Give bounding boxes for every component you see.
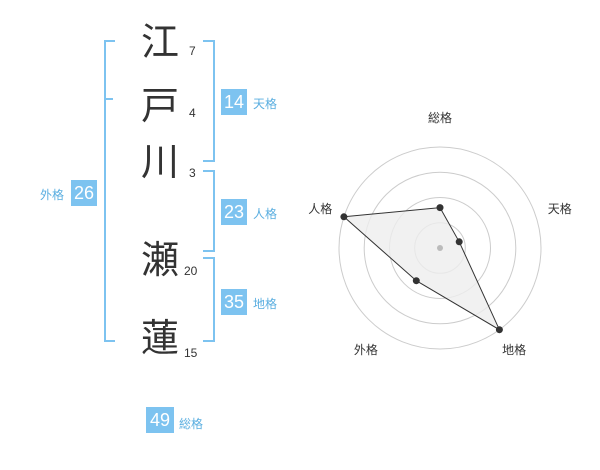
- gaikaku-value: 26: [71, 180, 97, 206]
- name-char-1: 江: [141, 20, 180, 64]
- radar-center-dot: [437, 245, 443, 251]
- name-char-2: 戸: [141, 84, 180, 128]
- gaikaku-bracket-tick: [104, 98, 113, 100]
- radar-point-1: [436, 204, 444, 212]
- radar-axis-label-1: 総格: [428, 110, 452, 125]
- radar-axis-label-2: 天格: [548, 201, 572, 216]
- chikaku-value: 35: [221, 289, 247, 315]
- soukaku-value: 49: [146, 407, 174, 433]
- tenkaku-label: 天格: [253, 97, 278, 111]
- name-char-3: 川: [141, 140, 180, 184]
- radar-point-3: [495, 326, 503, 334]
- radar-point-4: [412, 277, 420, 285]
- gaikaku-bracket: [104, 40, 115, 342]
- radar-axis-label-5: 人格: [308, 201, 332, 216]
- jinkaku-value: 23: [221, 199, 247, 225]
- radar-axis-label-3: 地格: [502, 342, 526, 357]
- name-char-5: 蓮: [141, 316, 180, 360]
- chikaku-bracket: [203, 257, 215, 342]
- soukaku-label: 総格: [179, 417, 204, 431]
- stroke-count-5: 15: [184, 346, 198, 360]
- radar-axis-label-4: 外格: [354, 342, 378, 357]
- jinkaku-bracket: [203, 170, 215, 252]
- radar-grid-ring-4: [338, 146, 542, 350]
- tenkaku-value: 14: [221, 89, 247, 115]
- stroke-count-1: 7: [189, 44, 196, 58]
- stroke-count-4: 20: [184, 264, 198, 278]
- radar-grid-ring-3: [363, 171, 517, 325]
- tenkaku-bracket: [203, 40, 215, 162]
- jinkaku-label: 人格: [253, 207, 278, 221]
- stroke-count-3: 3: [189, 166, 196, 180]
- stroke-count-2: 4: [189, 106, 196, 120]
- radar-point-5: [340, 213, 348, 221]
- radar-area: [342, 207, 501, 331]
- gaikaku-label: 外格: [40, 188, 65, 202]
- chikaku-label: 地格: [253, 297, 278, 311]
- radar-point-2: [455, 238, 463, 246]
- name-char-4: 瀬: [141, 238, 180, 282]
